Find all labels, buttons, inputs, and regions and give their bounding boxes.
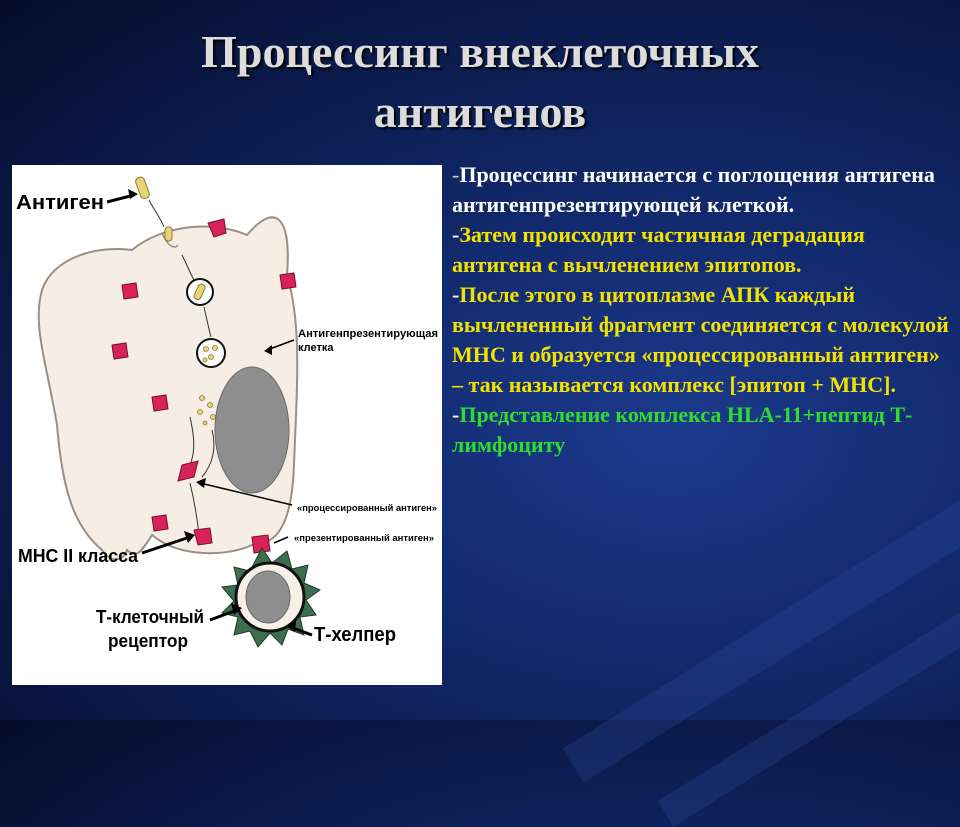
mhc-marker — [279, 272, 297, 290]
dash: - — [452, 402, 460, 427]
label-apc: Антигенпрезентирующая — [298, 328, 438, 340]
title-line-1: Процессинг внеклеточных — [201, 26, 759, 77]
flow-arrow — [189, 416, 195, 466]
fragment — [212, 345, 218, 351]
slide-title: Процессинг внеклеточных антигенов — [0, 22, 960, 142]
mhc-internal — [177, 460, 199, 482]
tcr-arrow — [209, 608, 238, 622]
fragment — [203, 346, 209, 352]
invagination — [161, 232, 179, 248]
paragraph-3-text: После этого в цитоплазме АПК каждый вычл… — [452, 282, 949, 397]
label-t-cell-receptor-1: Т-клеточный — [96, 607, 204, 627]
apc-nucleus — [214, 366, 290, 494]
mhc-marker — [193, 527, 213, 546]
mhc-marker — [111, 342, 129, 360]
label-presented-antigen: «презентированный антиген» — [294, 533, 434, 543]
endosome-arrow — [203, 306, 212, 338]
title-line-2: антигенов — [373, 86, 587, 137]
endosome-antigen — [193, 283, 206, 301]
mhc-arrow-head — [184, 531, 195, 543]
label-processed-antigen: «процессированный антиген» — [297, 503, 437, 513]
fragment — [199, 395, 205, 401]
mhc-marker — [151, 514, 169, 532]
paragraph-1-text: Процессинг начинается с поглощения антиг… — [452, 162, 935, 217]
diagram-svg: Антиген Антигенпрезентирующая клетка «пр… — [16, 176, 438, 651]
fragment — [207, 402, 213, 408]
label-apc-2: клетка — [298, 342, 334, 354]
antigen-rod-entering — [164, 226, 173, 242]
antigen-rod — [135, 176, 150, 200]
fragment — [202, 357, 208, 363]
uptake-arrow — [148, 199, 165, 228]
fragment — [208, 354, 214, 360]
label-antigen: Антиген — [16, 192, 104, 214]
mhc-marker — [251, 534, 271, 554]
thelper-arrow-head — [286, 621, 296, 632]
description-text: -Процессинг начинается с поглощения анти… — [452, 160, 952, 460]
paragraph-2: -Затем происходит частичная деградация а… — [452, 220, 952, 280]
endosome-2 — [196, 338, 226, 368]
paragraph-2-text: Затем происходит частичная деградация ан… — [452, 222, 865, 277]
dash: - — [452, 222, 460, 247]
paragraph-3: -После этого в цитоплазме АПК каждый выч… — [452, 280, 952, 400]
processed-arrow-head — [196, 478, 206, 488]
paragraph-4: -Представление комплекса HLA-11+пептид Т… — [452, 400, 952, 460]
label-t-cell-receptor-2: рецептор — [108, 631, 188, 651]
tcr-arrow-head — [231, 603, 242, 615]
mhc-marker — [151, 394, 169, 412]
paragraph-4-text: Представление комплекса HLA-11+пептид Т-… — [452, 402, 913, 457]
mhc-marker — [121, 282, 139, 300]
dash: - — [452, 282, 460, 307]
antigen-arrow-head — [128, 189, 138, 199]
vesicle-arrow — [181, 254, 195, 281]
apc-arrow-head — [264, 345, 272, 355]
label-t-helper: Т-хелпер — [314, 624, 396, 646]
antigen-processing-diagram: Антиген Антигенпрезентирующая клетка «пр… — [12, 165, 442, 685]
flow-arrow — [201, 429, 215, 478]
fragment — [202, 420, 208, 426]
fragment — [197, 409, 203, 415]
fragment — [210, 414, 216, 420]
presented-arrow — [273, 536, 289, 544]
paragraph-1: -Процессинг начинается с поглощения анти… — [452, 160, 952, 220]
label-mhc-class-ii: МНС II класса — [18, 546, 139, 566]
processed-arrow — [199, 482, 293, 506]
mhc-arrow — [141, 535, 191, 555]
dash: - — [452, 162, 460, 187]
mhc-marker — [207, 218, 227, 238]
thelper-nucleus — [245, 570, 291, 624]
